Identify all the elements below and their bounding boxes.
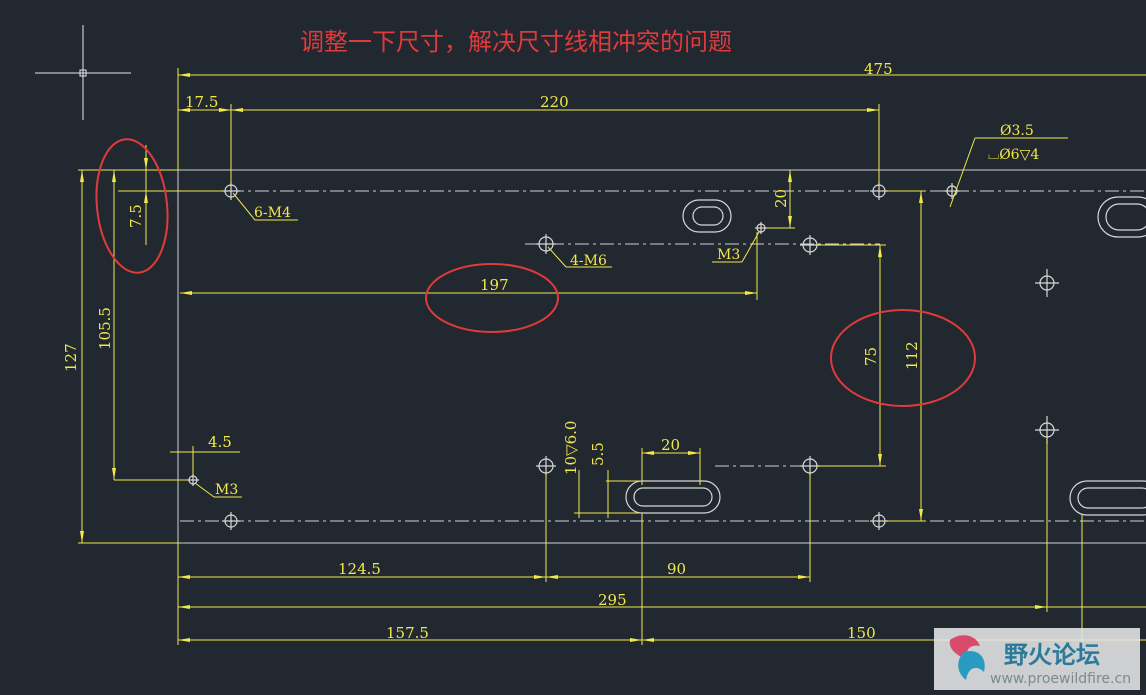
dim-thread-depth: 10▽6.0 [562, 421, 580, 475]
slot-bottom-middle [625, 480, 721, 514]
dim-bottom-span-2: 90 [667, 560, 686, 578]
crosshair-cursor-icon [35, 25, 131, 120]
flame-logo-icon [949, 635, 985, 680]
hole-counterbore [944, 183, 960, 199]
callout-counterbore-dia: Ø3.5 [1000, 123, 1034, 139]
arrowheads [80, 73, 1047, 642]
highlight-ellipse-7-5 [95, 138, 169, 274]
callout-6-m4: 6-M4 [254, 205, 291, 221]
highlight-ellipses [95, 138, 976, 407]
hole-symbol-1 [1035, 269, 1059, 297]
dim-slot-spacing-112: 112 [903, 341, 921, 370]
hole-m6-4 [800, 456, 820, 476]
dim-slot-depth: 20 [772, 189, 790, 208]
dim-slot-height: 5.5 [589, 442, 607, 466]
slot-top-right [1097, 196, 1146, 238]
callout-counterbore-spec: ⌴Ø6▽4 [988, 147, 1039, 163]
leader-lines [194, 137, 1068, 498]
dim-edge-offset: 7.5 [127, 204, 145, 228]
holes [187, 182, 1059, 530]
dim-bottom-span-1: 124.5 [338, 560, 381, 578]
dim-bottom-right: 150 [847, 624, 876, 642]
dim-small-offset: 4.5 [208, 433, 232, 451]
dim-overall-height: 127 [62, 343, 80, 372]
part-outline [177, 169, 1146, 544]
dim-bottom-left: 157.5 [386, 624, 429, 642]
centerlines [180, 190, 1146, 522]
callout-m3-top: M3 [717, 247, 740, 263]
dim-bottom-total: 295 [598, 591, 627, 609]
callout-m3-bottom: M3 [215, 482, 238, 498]
watermark-url: www.proewildfire.cn [990, 671, 1131, 687]
hole-m6-2 [800, 235, 820, 255]
hole-m4-4 [870, 512, 888, 530]
dim-hole-height: 105.5 [96, 307, 114, 350]
dim-slot-width: 20 [661, 436, 680, 454]
dim-left-offset: 17.5 [185, 93, 218, 111]
slot-top-middle [682, 199, 732, 233]
highlight-ellipse-75-112 [830, 309, 976, 407]
watermark-site-name: 野火论坛 [1004, 641, 1100, 669]
callout-4-m6: 4-M6 [570, 253, 607, 269]
watermark: 野火论坛 www.proewildfire.cn [934, 628, 1140, 690]
dimension-lines [78, 68, 1146, 645]
dim-hole-span: 220 [540, 93, 569, 111]
dim-middle-span: 197 [480, 276, 509, 294]
dim-slot-spacing-75: 75 [862, 347, 880, 366]
hole-m3-top [755, 222, 767, 234]
slot-group [625, 196, 1146, 516]
annotation-title: 调整一下尺寸，解决尺寸线相冲突的问题 [300, 28, 732, 56]
highlight-ellipse-197 [425, 263, 559, 333]
dim-overall-width: 475 [864, 60, 893, 78]
hole-m4-3 [222, 512, 240, 530]
hole-m6-1 [536, 234, 556, 254]
slot-bottom-right [1069, 480, 1146, 516]
